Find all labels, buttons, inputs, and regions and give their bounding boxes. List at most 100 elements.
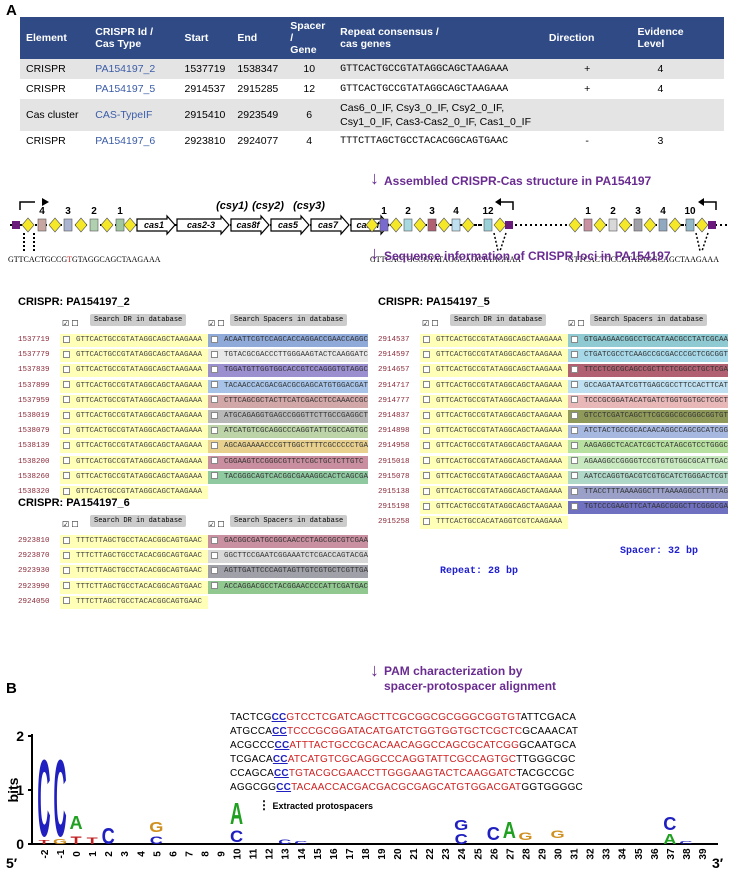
table-header: Start bbox=[178, 17, 232, 59]
search-spacers-button[interactable]: Search Spacers in database bbox=[590, 314, 708, 326]
spacer-checkbox[interactable] bbox=[211, 335, 218, 343]
crispr-id-link[interactable]: PA154197_5 bbox=[95, 83, 156, 95]
select-all-spacer-checkbox[interactable]: ☑ ☐ bbox=[208, 319, 225, 328]
repeat-checkbox[interactable] bbox=[423, 426, 430, 434]
repeat-sequence: GTTCACTGCCGTATAGGCAGCTAAGAAA bbox=[420, 425, 568, 439]
repeat-checkbox[interactable] bbox=[63, 487, 70, 495]
spacer-checkbox[interactable] bbox=[571, 350, 578, 358]
table-cell: + bbox=[542, 59, 632, 79]
repeat-checkbox[interactable] bbox=[63, 566, 70, 574]
search-dr-button[interactable]: Search DR in database bbox=[450, 314, 547, 326]
repeat-checkbox[interactable] bbox=[423, 457, 430, 465]
select-all-dr-checkbox[interactable]: ☑ ☐ bbox=[422, 319, 439, 328]
spacer-checkbox[interactable] bbox=[211, 536, 218, 544]
table-cell: Cas6_0_IF, Csy3_0_IF, Csy2_0_IF, Csy1_0_… bbox=[334, 99, 543, 132]
position-label: 2914958 bbox=[378, 442, 410, 451]
repeat-checkbox[interactable] bbox=[63, 381, 70, 389]
repeat-checkbox[interactable] bbox=[63, 536, 70, 544]
pam-label-line1: PAM characterization by bbox=[384, 664, 523, 678]
y-tick-label: 1 bbox=[16, 782, 24, 798]
search-spacers-button[interactable]: Search Spacers in database bbox=[230, 515, 348, 527]
repeat-checkbox[interactable] bbox=[63, 350, 70, 358]
x-tick-label: 20 bbox=[393, 848, 404, 860]
spacer-checkbox[interactable] bbox=[571, 365, 578, 373]
spacer-number: 12 bbox=[482, 206, 494, 217]
select-all-spacer-checkbox[interactable]: ☑ ☐ bbox=[568, 319, 585, 328]
select-all-dr-checkbox[interactable]: ☑ ☐ bbox=[62, 319, 79, 328]
spacer-checkbox[interactable] bbox=[571, 487, 578, 495]
repeat-checkbox[interactable] bbox=[63, 441, 70, 449]
repeat-checkbox[interactable] bbox=[423, 502, 430, 510]
spacer-checkbox[interactable] bbox=[211, 350, 218, 358]
spacer-checkbox[interactable] bbox=[211, 426, 218, 434]
spacer-number: 4 bbox=[660, 206, 666, 217]
spacer-checkbox[interactable] bbox=[571, 381, 578, 389]
spacer-checkbox[interactable] bbox=[571, 396, 578, 404]
spacer-checkbox[interactable] bbox=[211, 457, 218, 465]
repeat-checkbox[interactable] bbox=[423, 411, 430, 419]
repeat-checkbox[interactable] bbox=[423, 365, 430, 373]
search-spacers-button[interactable]: Search Spacers in database bbox=[230, 314, 348, 326]
flanking-seq: CCAGCA bbox=[230, 768, 274, 779]
crispr-id-link[interactable]: CAS-TypeIF bbox=[89, 99, 179, 132]
repeat-checkbox[interactable] bbox=[423, 441, 430, 449]
position-label: 1537779 bbox=[18, 351, 50, 360]
repeat-checkbox[interactable] bbox=[63, 411, 70, 419]
spacer-checkbox[interactable] bbox=[211, 411, 218, 419]
spacer-checkbox[interactable] bbox=[211, 396, 218, 404]
repeat-checkbox[interactable] bbox=[63, 396, 70, 404]
search-dr-button[interactable]: Search DR in database bbox=[90, 515, 187, 527]
spacer-checkbox[interactable] bbox=[571, 502, 578, 510]
spacer-checkbox[interactable] bbox=[211, 472, 218, 480]
table-cell: 10 bbox=[284, 59, 335, 79]
gene-arrow-cas7 bbox=[310, 214, 350, 236]
repeat-sequence: GTTCACTGCCGTATAGGCAGCTAAGAAA bbox=[420, 440, 568, 454]
spacer-checkbox[interactable] bbox=[211, 365, 218, 373]
spacer-checkbox[interactable] bbox=[571, 457, 578, 465]
search-dr-button[interactable]: Search DR in database bbox=[90, 314, 187, 326]
table-cell: - bbox=[585, 135, 589, 148]
repeat-checkbox[interactable] bbox=[423, 350, 430, 358]
spacer-checkbox[interactable] bbox=[211, 441, 218, 449]
spacer-checkbox[interactable] bbox=[571, 472, 578, 480]
spacer-checkbox[interactable] bbox=[571, 335, 578, 343]
spacer-checkbox[interactable] bbox=[211, 381, 218, 389]
logo-letter: T bbox=[38, 839, 50, 845]
y-tick-label: 0 bbox=[16, 836, 24, 852]
repeat-checkbox[interactable] bbox=[423, 487, 430, 495]
spacer-checkbox[interactable] bbox=[211, 582, 218, 590]
select-all-spacer-checkbox[interactable]: ☑ ☐ bbox=[208, 520, 225, 529]
x-tick-label: 10 bbox=[233, 848, 244, 860]
repeat-checkbox[interactable] bbox=[63, 335, 70, 343]
repeat-checkbox[interactable] bbox=[423, 472, 430, 480]
position-label: 2915198 bbox=[378, 503, 410, 512]
select-all-dr-checkbox[interactable]: ☑ ☐ bbox=[62, 520, 79, 529]
repeat-checkbox[interactable] bbox=[423, 381, 430, 389]
x-tick-label: 33 bbox=[602, 848, 613, 860]
spacer-checkbox[interactable] bbox=[571, 441, 578, 449]
repeat-checkbox[interactable] bbox=[63, 551, 70, 559]
repeat-checkbox[interactable] bbox=[423, 335, 430, 343]
repeat-checkbox[interactable] bbox=[63, 365, 70, 373]
repeat-checkbox[interactable] bbox=[63, 426, 70, 434]
callout-line bbox=[695, 232, 701, 252]
repeat-checkbox[interactable] bbox=[423, 396, 430, 404]
spacer-checkbox[interactable] bbox=[211, 566, 218, 574]
spacer-checkbox[interactable] bbox=[571, 411, 578, 419]
crispr-id-link[interactable]: PA154197_6 bbox=[95, 135, 156, 148]
protospacer-seq: TGTACGCGAACCTTGGGAAGTACTCAAGGATC bbox=[288, 768, 517, 779]
table-cell: 2914537 bbox=[184, 83, 226, 95]
extracted-protospacers-label: ⋮ Extracted protospacers bbox=[258, 798, 374, 812]
repeat-checkbox[interactable] bbox=[63, 457, 70, 465]
repeat-checkbox[interactable] bbox=[63, 597, 70, 605]
spacer-checkbox[interactable] bbox=[571, 426, 578, 434]
spacer-number: 4 bbox=[39, 206, 45, 217]
repeat-checkbox[interactable] bbox=[63, 472, 70, 480]
pam-motif: CC bbox=[273, 768, 289, 779]
spacer-checkbox[interactable] bbox=[211, 551, 218, 559]
repeat-checkbox[interactable] bbox=[63, 582, 70, 590]
crispr-id-link[interactable]: PA154197_2 bbox=[89, 59, 179, 79]
repeat-checkbox[interactable] bbox=[423, 517, 430, 525]
